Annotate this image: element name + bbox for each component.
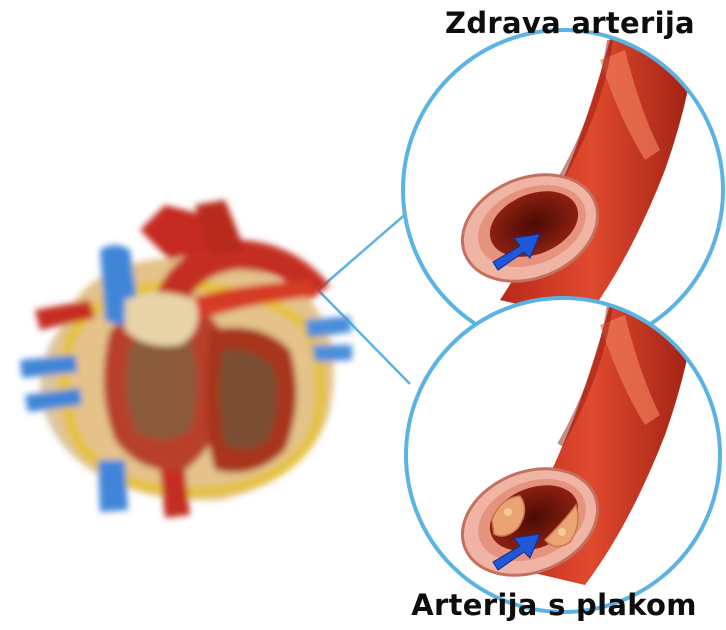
plaque-artery	[406, 285, 720, 612]
heart-illustration	[20, 200, 352, 518]
plaque-artery-label: Arterija s plakom	[386, 588, 722, 622]
healthy-artery-label: Zdrava arterija	[420, 6, 720, 40]
